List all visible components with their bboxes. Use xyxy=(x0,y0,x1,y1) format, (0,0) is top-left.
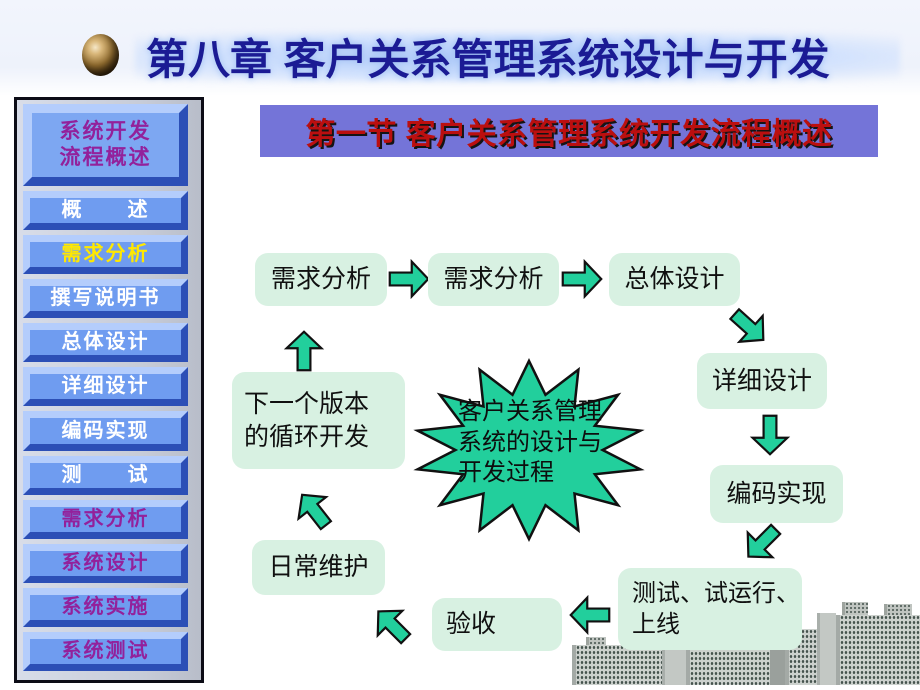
flow-node-requirements-2: 需求分析 xyxy=(428,253,559,306)
building xyxy=(817,613,836,685)
flow-node-overall-design: 总体设计 xyxy=(609,253,740,306)
flow-node-testing-launch: 测试、试运行、 上线 xyxy=(618,568,802,650)
sidebar-item-overview[interactable]: 概 述 xyxy=(23,191,188,231)
flow-arrow-up-left-icon xyxy=(282,479,345,542)
flow-arrow-left-icon xyxy=(568,592,612,638)
sidebar-item-testing[interactable]: 测 试 xyxy=(23,455,188,495)
sidebar-item-coding[interactable]: 编码实现 xyxy=(23,411,188,451)
sidebar-item-system-design[interactable]: 系统设计 xyxy=(23,543,188,583)
sidebar-item-write-spec[interactable]: 撰写说明书 xyxy=(23,279,188,319)
flow-arrow-right-icon xyxy=(387,256,431,302)
sidebar-item-system-testing[interactable]: 系统测试 xyxy=(23,631,188,672)
flow-node-maintenance: 日常维护 xyxy=(252,540,385,595)
building-roof xyxy=(884,604,912,616)
sidebar-item-requirements-analysis-2[interactable]: 需求分析 xyxy=(23,499,188,539)
flow-arrow-down-right-icon xyxy=(717,295,780,359)
flow-arrow-up-icon xyxy=(281,329,327,373)
flow-arrow-down-icon xyxy=(747,413,793,457)
bullet-sphere-icon xyxy=(82,34,119,76)
title-glow xyxy=(135,32,900,82)
building-roof xyxy=(842,602,868,616)
sidebar-item-requirements-analysis[interactable]: 需求分析 xyxy=(23,235,188,275)
sidebar-item-process-overview[interactable]: 系统开发 流程概述 xyxy=(23,104,188,186)
flow-node-coding: 编码实现 xyxy=(710,465,843,523)
sidebar-item-overall-design[interactable]: 总体设计 xyxy=(23,323,188,363)
building xyxy=(836,615,920,685)
starburst-shape: 客户关系管理 系统的设计与 开发过程 xyxy=(410,358,648,542)
flow-node-next-version: 下一个版本 的循环开发 xyxy=(232,372,405,469)
flow-arrow-right-icon xyxy=(560,256,604,302)
building xyxy=(662,643,686,685)
sidebar-nav: 系统开发 流程概述 概 述 需求分析 撰写说明书 总体设计 详细设计 编码实现 … xyxy=(14,97,204,683)
flow-node-requirements-1: 需求分析 xyxy=(255,253,387,306)
flow-node-acceptance: 验收 xyxy=(432,598,562,651)
starburst-label: 客户关系管理 系统的设计与 开发过程 xyxy=(458,398,602,487)
sidebar-item-system-implementation[interactable]: 系统实施 xyxy=(23,587,188,627)
title-band: 第八章 客户关系管理系统设计与开发 xyxy=(0,0,920,96)
building xyxy=(572,645,662,685)
flow-arrow-down-left-icon xyxy=(730,511,794,575)
section-banner: 第一节 客户关系管理系统开发流程概述 xyxy=(260,105,878,157)
sidebar-item-detailed-design[interactable]: 详细设计 xyxy=(23,367,188,407)
flow-arrow-up-left-icon xyxy=(360,593,424,657)
page-title: 第八章 客户关系管理系统设计与开发 xyxy=(146,36,830,83)
flow-node-detailed-design: 详细设计 xyxy=(697,353,827,409)
building-roof xyxy=(586,637,606,647)
